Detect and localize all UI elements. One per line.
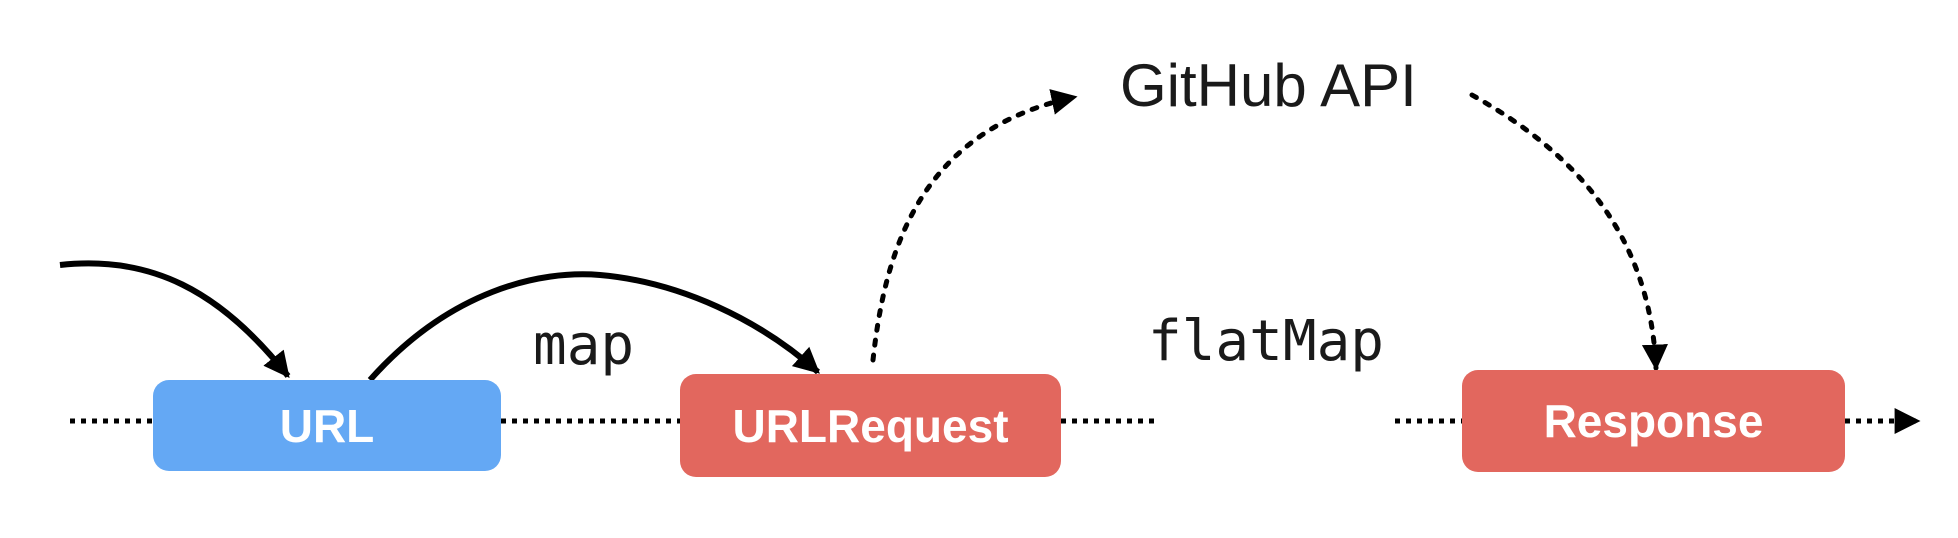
url-node: URL [153,380,501,471]
response-node: Response [1462,370,1845,472]
github-api-label: GitHub API [1120,52,1417,119]
api-to-response-arrow [1469,92,1668,371]
map-arrow [367,271,821,382]
url-request-node: URLRequest [680,374,1061,477]
url-request-node-label: URLRequest [732,399,1009,452]
url-node-label: URL [279,399,375,452]
input-arrow [59,260,291,379]
request-to-api-arrow [870,89,1078,363]
map-operator-label: map [533,313,635,378]
response-node-label: Response [1543,395,1764,447]
flatmap-operator-label: flatMap [1148,309,1385,374]
